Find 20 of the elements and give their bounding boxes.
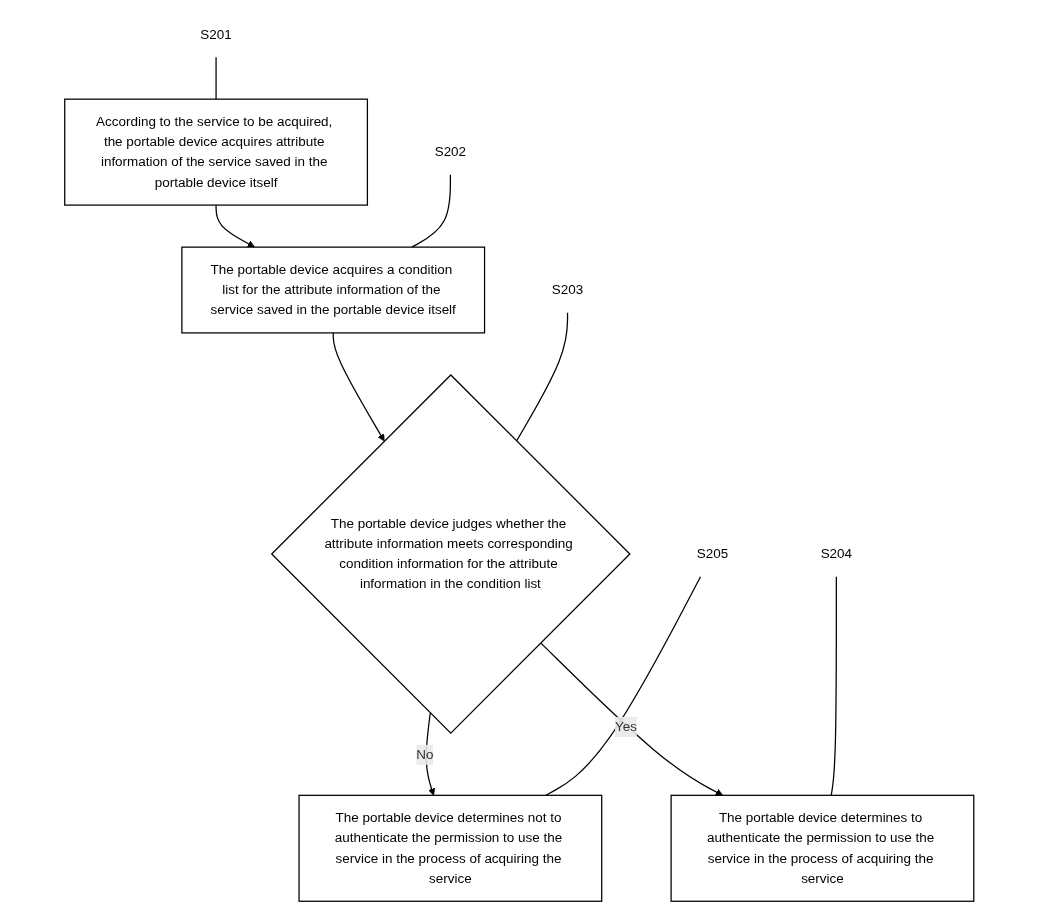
connector (516, 312, 569, 442)
node-text: S201 (200, 26, 233, 42)
node-box: The portable device acquires a condition list for the attribute information of the service saved in the portable device itself (181, 246, 486, 334)
arrow (215, 204, 256, 248)
node-text: S202 (434, 144, 467, 159)
connector (545, 576, 702, 796)
connector (215, 56, 217, 100)
connector (830, 576, 838, 796)
arrow (540, 642, 724, 796)
arrow (425, 712, 436, 796)
node-box: The portable device determines to authenticate the permission to use the service in the process of acquiring the service (670, 794, 975, 902)
node-text: S203 (552, 282, 584, 297)
edge-label: No (416, 747, 434, 762)
node-text: S204 (820, 546, 853, 561)
node-box: The portable device determines not to authenticate the permission to use the service in the process of acquiring the service (298, 794, 603, 902)
edge-label: Yes (615, 719, 638, 734)
arrow (332, 332, 385, 442)
node-box: According to the service to be acquired, the portable device acquires attribute information of the service saved in the portable device itself (64, 98, 369, 206)
connector (411, 174, 452, 248)
node-text: S205 (696, 546, 729, 561)
